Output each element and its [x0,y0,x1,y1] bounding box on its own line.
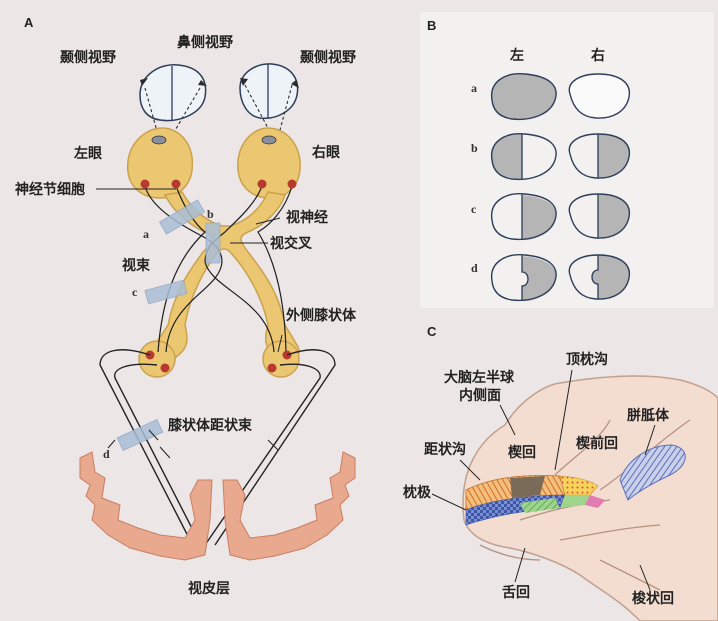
panel-c-leaders [431,369,656,591]
row-b-label: b [471,141,478,155]
precuneus-label: 楔前回 [576,435,618,452]
right-visual-field [239,63,299,119]
left-eye-label: 左眼 [73,145,102,162]
ganglion-cells-label: 神经节细胞 [15,181,85,198]
row-a-label: a [471,81,477,95]
arrowhead [198,80,207,86]
right-eye-label: 右眼 [311,144,340,161]
field-a-left [491,73,557,121]
panel-b: B 左 右 a b c d [420,12,714,308]
lesion-a-label: a [143,227,149,241]
striate-cortex [465,475,605,526]
field-c-right [568,193,631,239]
panel-b-letter: B [427,18,436,33]
panel-a: A [15,15,357,597]
occipital-pole-label: 枕极 [403,484,432,501]
lingual-label: 舌回 [502,584,530,601]
medial-surface-label-line2: 内侧面 [459,387,501,404]
field-d-right [568,254,631,300]
panel-c-letter: C [427,324,437,339]
row-d-label: d [471,261,478,275]
panel-a-letter: A [24,15,34,30]
field-a-right [568,73,631,119]
arrowhead [240,78,248,86]
corpus-callosum-label: 胼胝体 [627,407,670,424]
left-visual-field [139,64,207,122]
cuneus-label: 楔回 [508,444,536,461]
visual-cortex [79,451,356,561]
corpus-callosum-shape [619,444,686,501]
nasal-field-label: 鼻侧视野 [177,34,233,51]
leader-lines [96,188,283,459]
optic-tract-label: 视束 [122,257,151,274]
fusiform-label: 梭状回 [632,590,674,607]
panel-c: C [403,324,718,621]
field-c-left [491,193,557,241]
arrowhead [291,80,299,88]
parieto-occipital-label: 顶枕沟 [566,351,608,368]
right-lens [261,135,277,145]
lgn-label: 外侧膝状体 [286,307,357,324]
field-b-left [491,133,557,181]
lesion-d-label: d [103,447,110,461]
visual-cortex-label: 视皮层 [188,580,230,597]
lesion-c-label: c [132,285,138,299]
field-b-right [568,133,631,179]
medial-surface-label-line1: 大脑左半球 [444,369,515,386]
lesion-a-marker [159,199,205,235]
left-lens [151,135,167,145]
lesion-b-label: b [207,207,214,221]
lesion-d-marker [116,418,164,452]
optic-radiation [99,349,336,546]
radiation-label: 膝状体距状束 [168,417,253,434]
arrowhead [140,78,148,86]
panel-b-right-heading: 右 [590,47,605,64]
optic-nerve-label: 视神经 [286,209,328,226]
panel-b-left-heading: 左 [509,47,524,64]
field-d-left [491,254,557,302]
calcarine-label: 距状沟 [424,441,466,458]
temporal-field-right-label: 颞侧视野 [299,49,356,66]
optic-chiasm-label: 视交叉 [270,235,313,252]
lesion-b-marker [205,222,221,264]
row-c-label: c [471,202,477,216]
lesion-c-marker [144,279,188,305]
temporal-field-left-label: 颞侧视野 [59,49,116,66]
lesion-markers [116,199,221,452]
